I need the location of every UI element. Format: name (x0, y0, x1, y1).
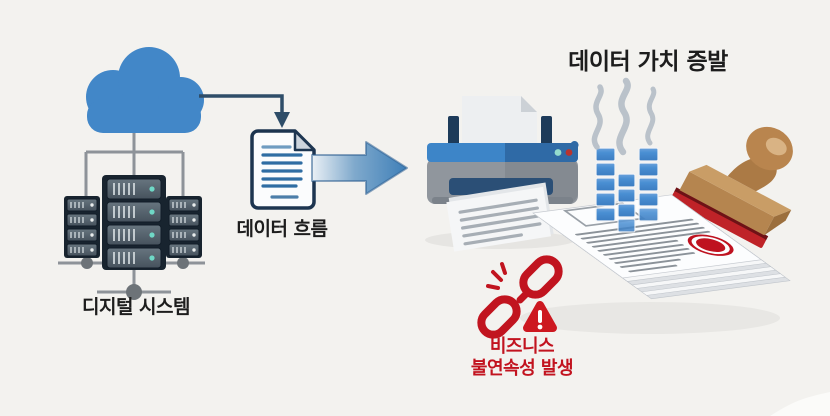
printer-status-light-red (565, 149, 573, 156)
label-business-discontinuity-line1: 비즈니스 (489, 336, 555, 357)
cloud-icon (86, 47, 204, 133)
steam-icon (591, 77, 657, 156)
broken-chain-icon (477, 255, 563, 339)
stamp-icon (670, 126, 793, 248)
down-arrow-icon (199, 94, 290, 128)
printer-paper-guide-left (448, 116, 459, 147)
printer-icon (427, 96, 579, 252)
server-rack-icon-left (64, 196, 100, 258)
label-business-discontinuity: 비즈니스 불연속성 발생 (412, 336, 632, 380)
network-node-icon (81, 257, 189, 300)
flow-arrow-icon (311, 141, 408, 195)
printer-status-light-teal (554, 149, 562, 156)
printer-top-paper (462, 96, 537, 147)
label-data-flow: 데이터 흐름 (236, 218, 328, 240)
server-rack-icon-right (166, 196, 202, 258)
data-blocks-icon (595, 147, 659, 233)
corner-watermark (770, 392, 830, 416)
printer-paper-guide-right (541, 116, 552, 147)
server-rack-icon-center (102, 175, 166, 270)
label-data-value-evaporation: 데이터 가치 증발 (568, 49, 728, 75)
warning-triangle-icon (523, 301, 557, 332)
printer-output-paper (446, 182, 554, 252)
document-stack-icon (532, 194, 791, 300)
label-business-discontinuity-line2: 불연속성 발생 (470, 358, 574, 379)
spark-lines (486, 262, 507, 290)
document-icon (250, 129, 316, 210)
stack-shadow (520, 302, 780, 334)
label-digital-system: 디지털 시스템 (82, 296, 191, 318)
red-seal-icon (687, 234, 734, 256)
